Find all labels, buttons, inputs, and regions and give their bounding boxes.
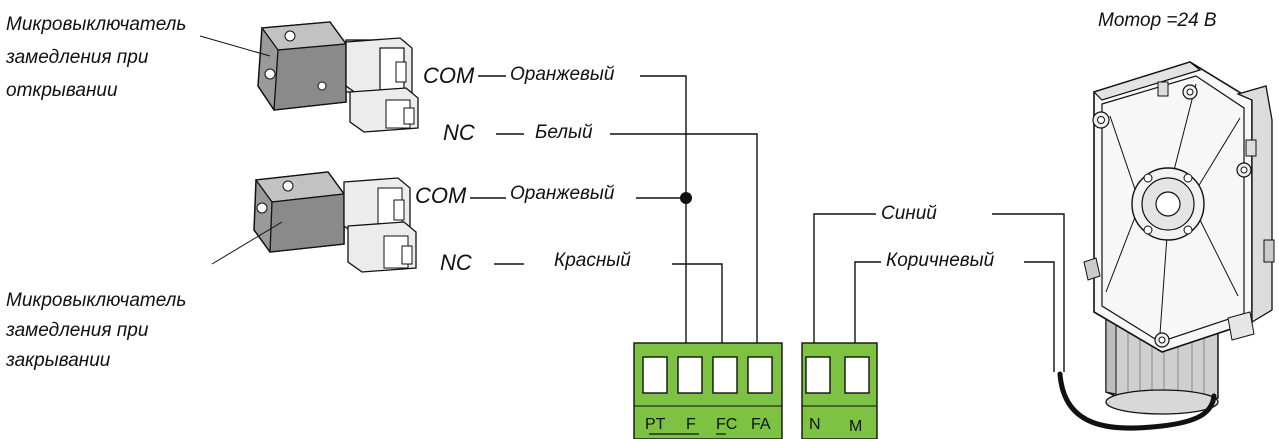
terminal-n-slot: [805, 356, 831, 394]
motor-illustration: [1083, 61, 1275, 415]
motor-cable: [1057, 371, 1217, 431]
wire-label-white: Белый: [535, 122, 593, 143]
wire-brown-motor: [1024, 261, 1055, 372]
wire-com1: [478, 75, 686, 370]
wire-label-orange-2: Оранжевый: [510, 183, 615, 204]
leader-closing: [211, 221, 283, 265]
terminal-f-slot: [677, 356, 703, 394]
pin-nc-2: NC: [440, 250, 472, 275]
terminal-label-fc: FC: [716, 416, 737, 433]
terminal-block-1: PT F FC FA: [633, 342, 783, 439]
terminal-label-n: N: [809, 416, 821, 433]
wire-blue: [807, 213, 876, 372]
terminal-label-pt: PT: [645, 416, 666, 433]
terminal-pt-slot: [642, 356, 668, 394]
terminal-label-f: F: [686, 416, 696, 433]
wire-nc2: [494, 263, 722, 370]
pin-com-1: COM: [423, 63, 475, 88]
terminal-block-2: N M: [801, 342, 878, 439]
wire-label-brown: Коричневый: [886, 250, 995, 271]
wire-brown: [848, 261, 881, 372]
wire-blue-motor: [992, 213, 1065, 372]
motor-label: Мотор =24 В: [1098, 10, 1217, 31]
leader-opening: [199, 35, 271, 57]
caption-opening: Микровыключатель замедления при открыван…: [5, 14, 192, 101]
wire-nc1: [496, 133, 757, 370]
terminal-label-fa: FA: [751, 416, 771, 433]
microswitch-closing: [253, 171, 417, 273]
terminal-fc-slot: [712, 356, 738, 394]
wire-label-red: Красный: [554, 250, 631, 271]
wire-label-orange-1: Оранжевый: [510, 64, 615, 85]
caption-closing: Микровыключатель замедления при закрыван…: [5, 290, 192, 371]
wire-label-blue: Синий: [881, 203, 937, 224]
junction-dot: [680, 192, 692, 204]
pin-nc-1: NC: [443, 120, 475, 145]
microswitch-opening: [257, 21, 419, 133]
terminal-m-slot: [844, 356, 870, 394]
terminal-label-m: M: [849, 418, 862, 435]
pin-com-2: COM: [415, 183, 467, 208]
terminal-fa-slot: [747, 356, 773, 394]
